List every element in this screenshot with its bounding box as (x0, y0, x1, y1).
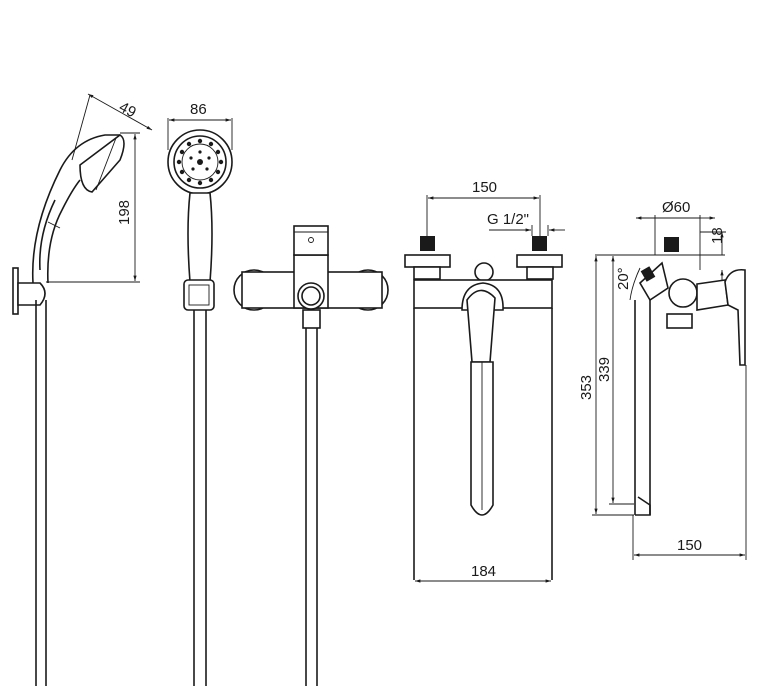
dim-head-diameter: 86 (190, 101, 207, 118)
handshower-front-view: 86 (167, 101, 233, 686)
mixer-side-view: Ø60 18 20° 353 339 150 (578, 199, 747, 560)
dim-total-height: 353 (578, 375, 595, 400)
dim-inlet-spacing: 150 (472, 179, 497, 196)
dim-handshower-depth: 49 (116, 99, 139, 122)
dim-holder-diameter: Ø60 (662, 199, 690, 216)
dim-spout-projection: 150 (677, 537, 702, 554)
dim-body-width: 184 (471, 563, 496, 580)
dim-angle: 20° (615, 267, 632, 290)
mixer-front-view: 150 G 1/2" 184 (404, 179, 565, 583)
handshower-side-view: 49 198 (12, 93, 153, 686)
dim-handshower-height: 198 (116, 200, 133, 225)
mixer-small-front-view (233, 225, 389, 686)
dim-spout-height: 339 (596, 357, 613, 382)
dim-offset: 18 (709, 227, 726, 244)
dim-inlet-thread: G 1/2" (487, 211, 529, 228)
